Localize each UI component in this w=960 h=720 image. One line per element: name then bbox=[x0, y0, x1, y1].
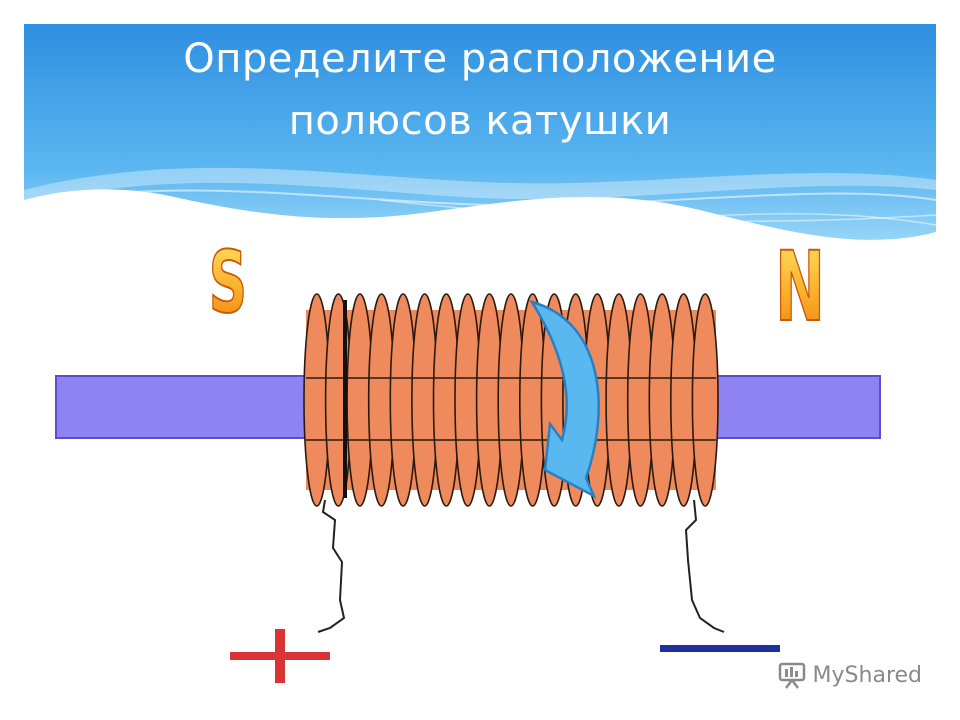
watermark-text: MyShared bbox=[812, 662, 922, 688]
coil-windings bbox=[303, 293, 719, 507]
slide-title-line-2: полюсов катушки bbox=[288, 98, 672, 144]
presentation-board-icon bbox=[778, 662, 805, 689]
slide-title: Определите расположение полюсов катушки bbox=[24, 28, 936, 152]
slide-title-line-1: Определите расположение bbox=[183, 36, 777, 82]
coil-turn bbox=[691, 293, 719, 507]
left-lead-wire bbox=[317, 499, 346, 633]
current-direction-arrow bbox=[529, 299, 600, 499]
right-lead-wire bbox=[684, 499, 725, 633]
watermark: MyShared bbox=[777, 660, 922, 690]
plus-terminal-icon bbox=[230, 629, 330, 683]
pole-label-south: S bbox=[209, 233, 247, 333]
minus-terminal-icon bbox=[660, 645, 780, 652]
pole-label-north: N bbox=[775, 231, 825, 343]
